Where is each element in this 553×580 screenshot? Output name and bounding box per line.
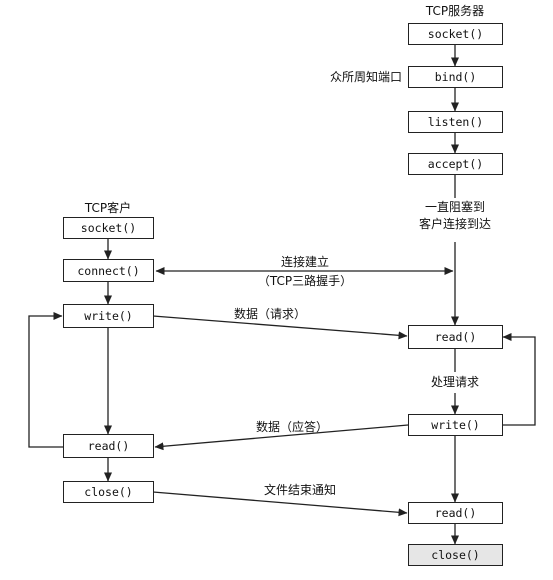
- process-request-note: 处理请求: [430, 375, 480, 389]
- reply-label: 数据（应答）: [255, 420, 329, 434]
- server-loop-arrow: [501, 333, 536, 426]
- reply-data-arrow: [154, 424, 409, 451]
- server-listen-box: listen(): [408, 111, 503, 133]
- client-loop-arrow: [28, 312, 64, 448]
- client-title: TCP客户: [84, 201, 132, 215]
- server-bind-box: bind(): [408, 66, 503, 88]
- server-title: TCP服务器: [425, 4, 485, 18]
- request-data-arrow: [152, 315, 408, 340]
- server-read2-box: read(): [408, 502, 503, 524]
- client-read-box: read(): [63, 434, 154, 458]
- request-label: 数据（请求）: [233, 307, 307, 321]
- block-note-line1: 一直阻塞到: [424, 200, 486, 214]
- handshake-label: （TCP三路握手）: [257, 274, 353, 288]
- client-socket-box: socket(): [63, 217, 154, 239]
- eof-notify-arrow: [152, 491, 408, 517]
- server-read-box: read(): [408, 325, 503, 349]
- server-socket-box: socket(): [408, 23, 503, 45]
- eof-label: 文件结束通知: [263, 483, 337, 497]
- server-close-box: close(): [408, 544, 503, 566]
- server-accept-box: accept(): [408, 153, 503, 175]
- client-close-box: close(): [63, 481, 154, 503]
- bind-port-note: 众所周知端口: [329, 70, 402, 84]
- client-connect-box: connect(): [63, 259, 154, 282]
- block-note-line2: 客户连接到达: [418, 217, 492, 231]
- client-write-box: write(): [63, 304, 154, 328]
- server-write-box: write(): [408, 414, 503, 436]
- connect-label: 连接建立: [280, 255, 330, 269]
